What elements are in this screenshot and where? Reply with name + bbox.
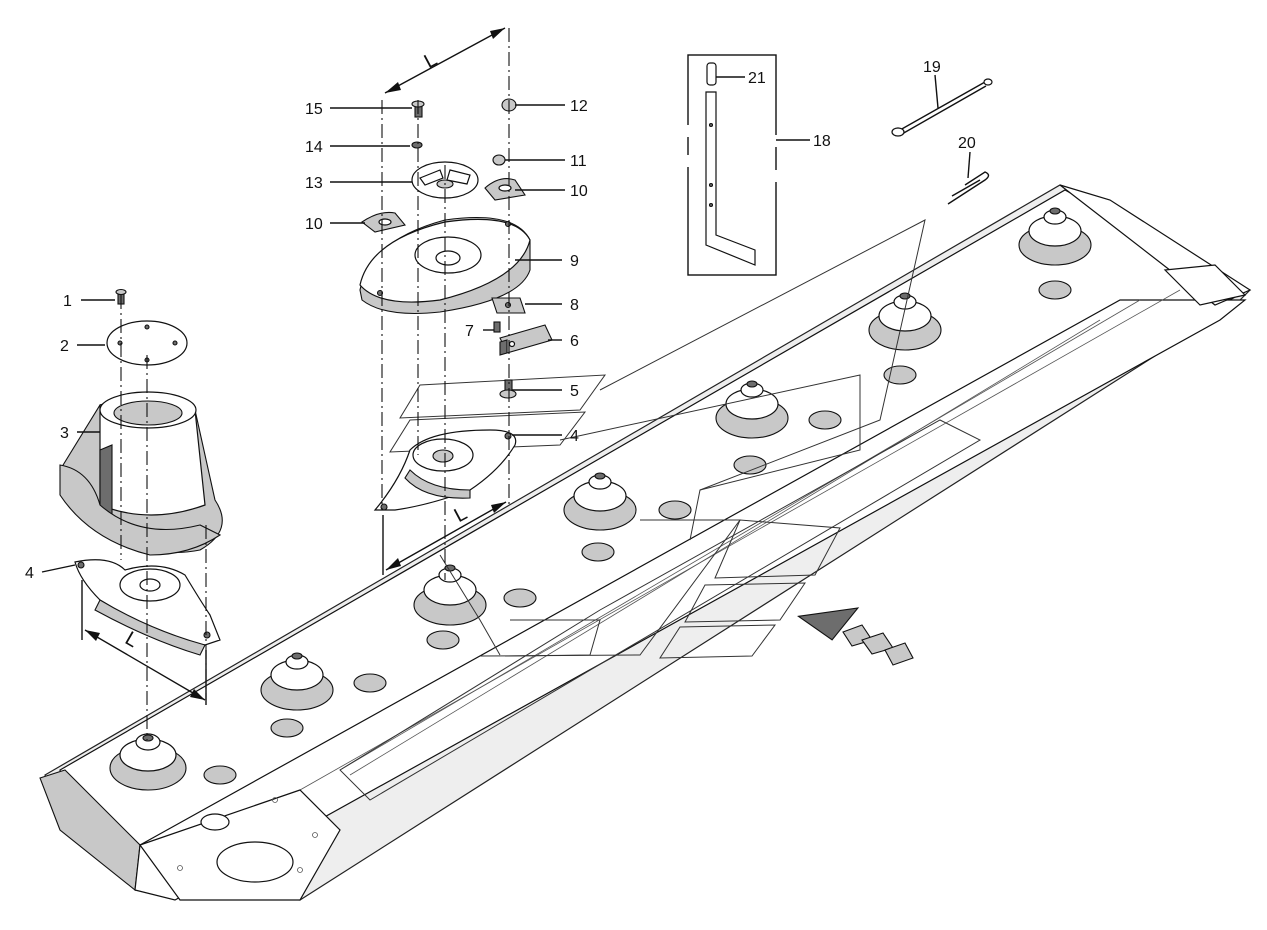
dimension-label-left: L — [121, 627, 142, 652]
part-4-hub-plate-middle — [373, 429, 517, 511]
callout-4-middle: 4 — [570, 428, 579, 445]
callout-1: 1 — [63, 293, 72, 310]
callout-9: 9 — [570, 253, 579, 270]
disc-hub-1 — [109, 733, 187, 791]
dimension-label-top: L — [421, 48, 441, 73]
part-13-plate — [411, 161, 479, 199]
callout-14: 14 — [305, 139, 323, 156]
part-2-cover — [106, 320, 188, 366]
inset-box-part-18 — [683, 54, 781, 276]
callout-11: 11 — [570, 153, 587, 170]
part-6-knife — [499, 324, 553, 356]
callout-2: 2 — [60, 338, 69, 355]
callout-10-left: 10 — [305, 216, 323, 233]
callout-leaders — [41, 74, 971, 573]
callout-4-left: 4 — [25, 565, 34, 582]
dimension-label-middle: L — [451, 502, 471, 527]
part-5-bolt — [499, 379, 517, 399]
left-parts-stack — [59, 288, 223, 740]
callout-21: 21 — [748, 70, 766, 87]
disc-hub-5 — [715, 380, 789, 439]
part-7-screw — [493, 321, 501, 333]
part-19-wire — [891, 78, 993, 137]
direction-arrow — [797, 607, 914, 666]
middle-parts-stack — [359, 27, 553, 580]
part-14-washer — [411, 141, 423, 149]
callout-19: 19 — [923, 59, 941, 76]
part-20-pin — [947, 171, 990, 205]
part-10-knife-holder-left — [361, 211, 406, 233]
callout-20: 20 — [958, 135, 976, 152]
part-10-knife-holder-right — [484, 178, 526, 201]
disc-hub-2 — [260, 652, 334, 711]
callout-7: 7 — [465, 323, 474, 340]
callout-5: 5 — [570, 383, 579, 400]
callout-8: 8 — [570, 297, 579, 314]
callout-15: 15 — [305, 101, 323, 118]
disc-hub-4 — [563, 472, 637, 531]
callout-12: 12 — [570, 98, 588, 115]
disc-hub-7 — [1018, 207, 1092, 266]
callout-6: 6 — [570, 333, 579, 350]
callout-10-right: 10 — [570, 183, 588, 200]
callout-18: 18 — [813, 133, 831, 150]
guard-outlines — [389, 219, 926, 659]
part-11-nut — [492, 154, 506, 166]
cutter-bar-frame — [39, 184, 1252, 901]
callout-13: 13 — [305, 175, 323, 192]
disc-hub-6 — [868, 292, 942, 351]
part-3-hood — [59, 391, 223, 556]
disc-hubs — [109, 207, 1092, 791]
callout-3: 3 — [60, 425, 69, 442]
